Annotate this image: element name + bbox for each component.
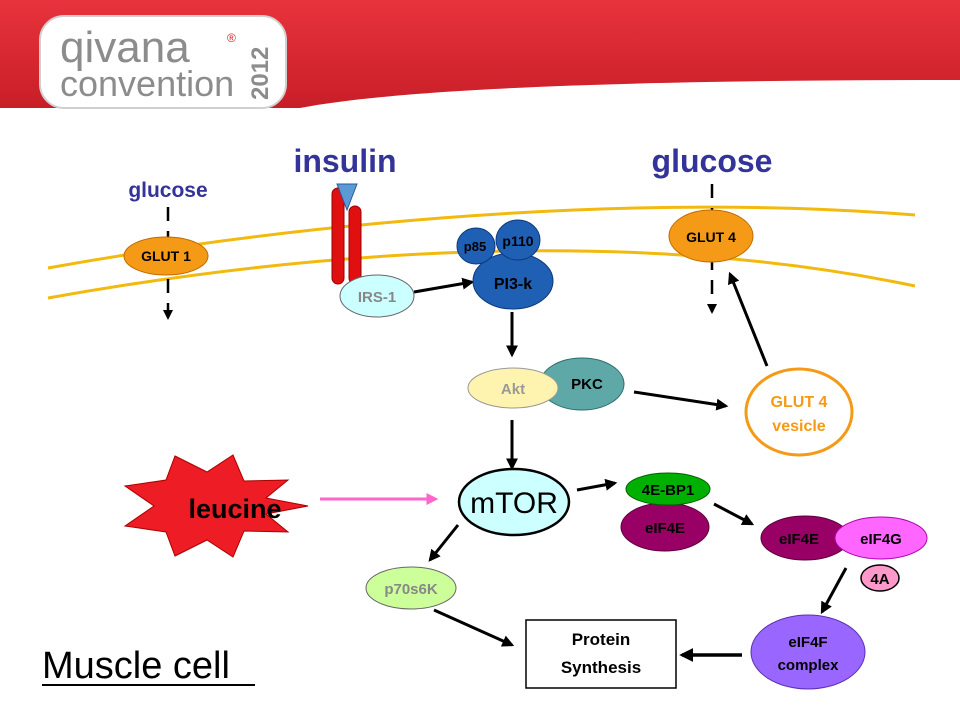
logo-sub: convention [60, 63, 234, 104]
protein-synthesis-line1: Protein [572, 630, 631, 649]
muscle-cell-label: Muscle cell [42, 645, 230, 687]
mtor-to-4ebp1-arrow [576, 478, 618, 492]
vesicle-to-glut4-arrow [728, 271, 769, 367]
p85-label: p85 [464, 239, 486, 254]
p70s6k-label: p70s6K [384, 581, 438, 598]
eif4f-line2: complex [778, 657, 840, 674]
header-band: qivana ® convention 2012 [0, 0, 960, 109]
p110-node [495, 219, 541, 261]
protein-synthesis-line2: Synthesis [561, 658, 641, 677]
p70s6k-node [365, 566, 457, 610]
akt-node [467, 367, 559, 409]
leucine-label: leucine [188, 494, 281, 524]
eif4f-node [750, 614, 866, 690]
irs1-label: IRS-1 [358, 289, 396, 306]
logo: qivana ® convention 2012 [39, 15, 287, 109]
eif4e-free-label: eIF4E [779, 531, 819, 548]
glut1-node [123, 236, 209, 276]
glucose-left-label: glucose [128, 179, 207, 202]
logo-registered: ® [227, 31, 236, 45]
pkc-label: PKC [571, 376, 603, 393]
pkc-to-vesicle-arrow [633, 390, 729, 411]
eif4e-bound-label: eIF4E [645, 520, 685, 537]
logo-year: 2012 [247, 47, 274, 100]
eif4g-node [834, 516, 928, 560]
glut4-node [668, 209, 754, 263]
p85-node [456, 227, 496, 265]
insulin-label: insulin [293, 143, 396, 179]
p70s6k-to-protein-arrow [433, 608, 515, 647]
pi3k-label: PI3-k [494, 276, 532, 293]
mtor-node [457, 467, 571, 537]
eif4-to-eif4f-arrow [820, 567, 848, 615]
mtor-to-p70s6k-arrow [428, 524, 460, 562]
irs1-node [339, 274, 415, 318]
glut4-vesicle-line1: GLUT 4 [771, 394, 828, 411]
4a-node [860, 564, 900, 592]
glut4-vesicle-line2: vesicle [772, 418, 825, 435]
irs1-to-pi3k-arrow [413, 277, 475, 294]
mtor-label: mTOR [470, 487, 558, 520]
insulin-marker [336, 183, 358, 212]
eif4g-label: eIF4G [860, 531, 902, 548]
insulin-receptor [331, 183, 362, 285]
receptor-right-subunit [348, 205, 362, 285]
p110-label: p110 [502, 233, 533, 249]
4ebp1-node [625, 472, 711, 506]
glut4-label: GLUT 4 [686, 229, 736, 245]
logo-plate [39, 15, 287, 109]
eif4f-line1: eIF4F [788, 634, 827, 651]
4ebp1-label: 4E-BP1 [642, 482, 695, 499]
inner-membrane [47, 249, 916, 300]
glut4-vesicle-node [744, 367, 854, 457]
glut1-label: GLUT 1 [141, 248, 191, 264]
receptor-left-subunit [331, 187, 345, 285]
logo-word: qivana [60, 23, 190, 72]
glucose-top-label: glucose [652, 143, 773, 179]
header-curve [0, 80, 960, 108]
protein-synthesis-box [525, 619, 677, 689]
leucine-burst [123, 454, 309, 558]
4ebp1-release-arrow [713, 502, 755, 526]
4a-label: 4A [870, 571, 889, 588]
akt-label: Akt [501, 381, 525, 398]
